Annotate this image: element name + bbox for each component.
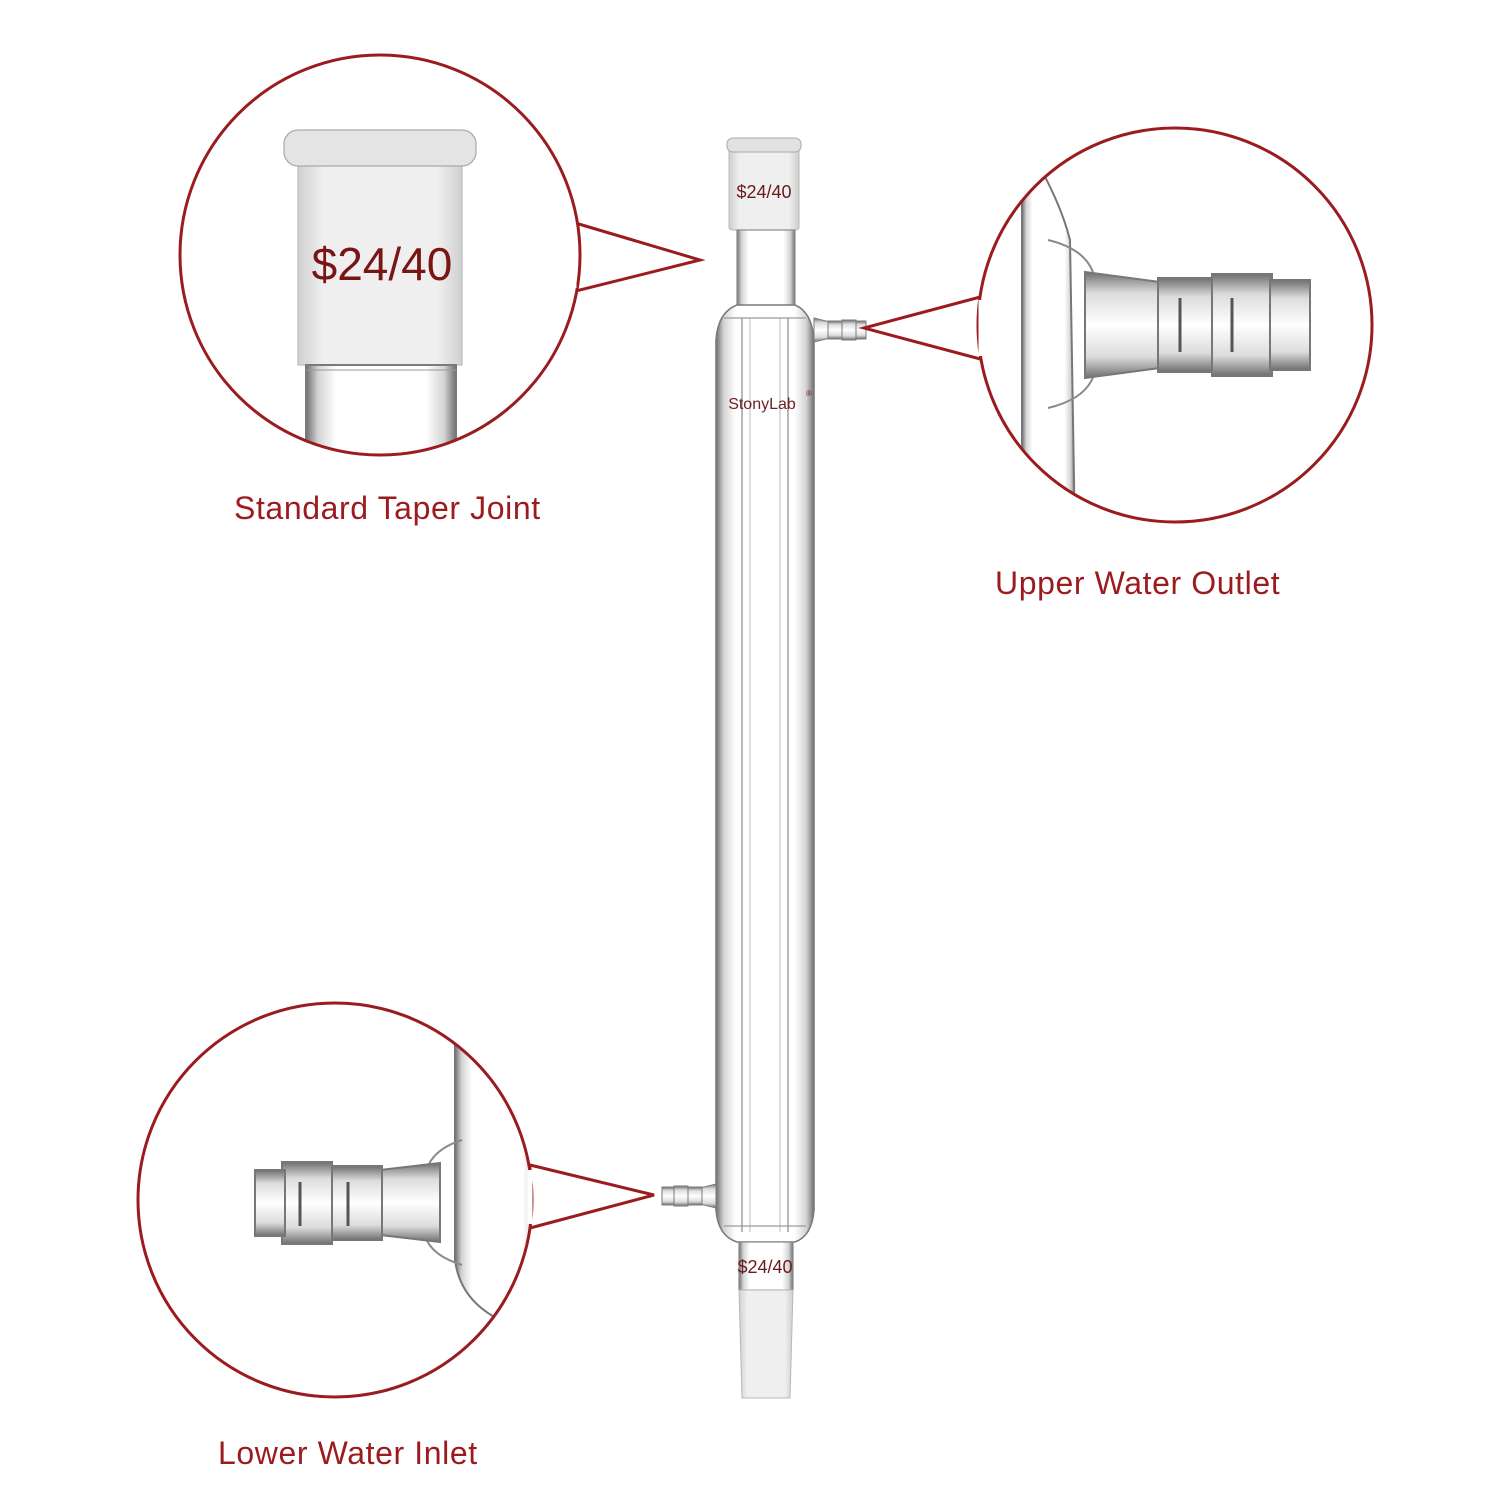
label-standard-taper-joint: Standard Taper Joint — [234, 490, 541, 526]
label-lower-water-inlet: Lower Water Inlet — [218, 1435, 478, 1471]
label-upper-water-outlet: Upper Water Outlet — [995, 565, 1281, 601]
condenser: $24/40 StonyLab ® $24/40 — [661, 137, 867, 1399]
brand-registered-mark: ® — [806, 389, 812, 398]
zoom-joint-marking: $24/40 — [312, 238, 453, 290]
outlet-hose-barb — [813, 317, 867, 343]
top-joint-marking: $24/40 — [736, 182, 791, 202]
inlet-hose-barb — [661, 1183, 717, 1209]
bottom-joint-marking: $24/40 — [737, 1257, 792, 1277]
callout-water-outlet — [858, 126, 1374, 524]
callout-water-inlet — [136, 1001, 655, 1399]
brand-logo: StonyLab — [728, 396, 796, 413]
callout-taper-joint: $24/40 — [178, 53, 706, 457]
